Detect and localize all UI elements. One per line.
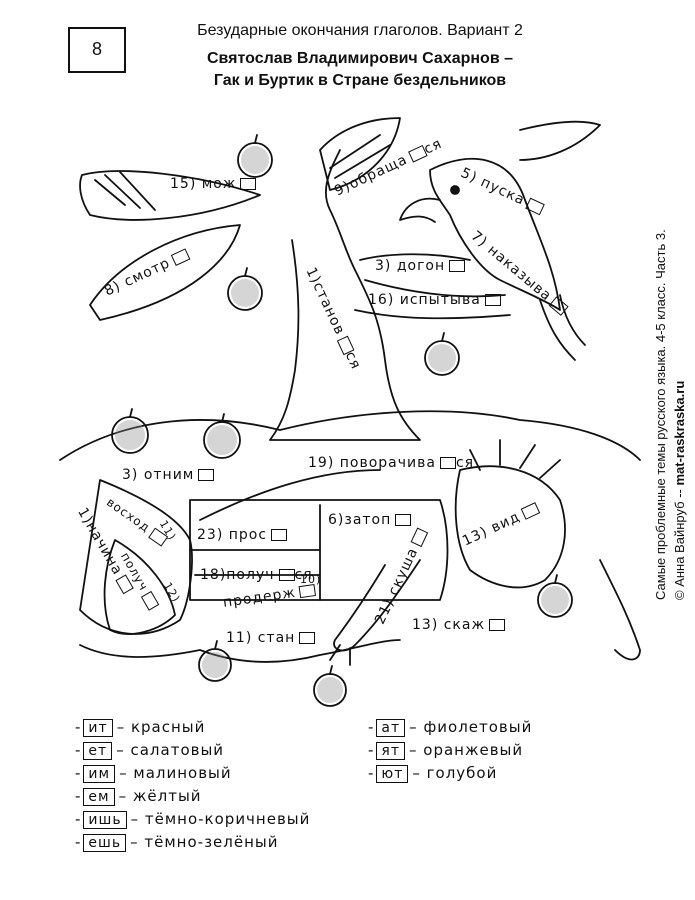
boy-head: [454, 465, 566, 589]
legend-color-name: оранжевый: [423, 741, 524, 759]
answer-box[interactable]: [240, 178, 257, 190]
word-text: 16) испытыва: [368, 292, 481, 308]
word-text: 13) скаж: [412, 617, 486, 633]
answer-box[interactable]: [278, 569, 295, 581]
legend-dash: -: [75, 810, 82, 828]
word-text: 3) догон: [375, 258, 446, 274]
legend-ending: ат: [376, 719, 406, 737]
legend-ending: ет: [83, 742, 113, 760]
word-18: 18)получ ся: [200, 567, 313, 583]
word-suffix: ся: [455, 455, 475, 471]
worksheet-number: 8: [68, 27, 126, 73]
answer-box[interactable]: [198, 469, 215, 481]
author-name: Святослав Владимирович Сахарнов –: [206, 50, 513, 67]
answer-box[interactable]: [439, 457, 456, 469]
answer-box[interactable]: [489, 619, 506, 631]
legend-row: -ем– жёлтый: [75, 787, 202, 806]
word-6: 6)затоп: [328, 512, 412, 528]
apples: [111, 134, 573, 707]
answer-box[interactable]: [449, 260, 466, 272]
bird-beak: [399, 197, 441, 223]
legend-separator: –: [116, 741, 131, 759]
legend-ending: ишь: [83, 811, 127, 829]
legend-separator: –: [412, 764, 427, 782]
legend-separator: –: [409, 741, 424, 759]
legend-ending: ют: [376, 765, 409, 783]
legend-separator: –: [116, 718, 131, 736]
answer-box[interactable]: [484, 294, 501, 306]
legend-row: -им– малиновый: [75, 764, 232, 783]
legend-row: -ишь– тёмно-коричневый: [75, 810, 310, 829]
legend-separator: –: [119, 764, 134, 782]
legend-dash: -: [368, 718, 375, 736]
legend-color-name: голубой: [426, 764, 498, 782]
legend-dash: -: [75, 741, 82, 759]
boy-legs: [79, 479, 193, 635]
legend-color-name: жёлтый: [132, 787, 202, 805]
legend-color-name: тёмно-зелёный: [144, 833, 279, 851]
leaf-top: [319, 117, 401, 191]
word-suffix: ся: [294, 567, 313, 583]
word-text: 3) отним: [122, 467, 195, 483]
word-text: 23) прос: [197, 527, 268, 543]
legend-dash: -: [368, 764, 375, 782]
legend-row: -ют– голубой: [368, 764, 497, 783]
bird-body: [429, 157, 561, 311]
leaf-right: [519, 120, 601, 161]
word-text: 15) мож: [170, 176, 237, 192]
tree-trunk: [269, 149, 421, 441]
legend-row: -ит– красный: [75, 718, 205, 737]
legend-ending: им: [83, 765, 116, 783]
book-title: Гак и Буртик в Стране бездельников: [213, 72, 507, 89]
label-10: 10): [300, 573, 322, 586]
word-23: 23) прос: [197, 527, 288, 543]
word-text: 19) поворачива: [308, 455, 436, 471]
answer-box[interactable]: [271, 529, 288, 541]
legend-row: -ят– оранжевый: [368, 741, 523, 760]
word-19: 19) поворачива ся: [308, 455, 474, 471]
legend-color-name: фиолетовый: [423, 718, 533, 736]
legend-ending: ешь: [83, 834, 127, 852]
boy-torso: [189, 499, 449, 601]
legend-separator: –: [130, 833, 145, 851]
legend-dash: -: [75, 718, 82, 736]
word-13-skazh: 13) скаж: [412, 617, 506, 633]
answer-box[interactable]: [395, 514, 412, 526]
legend-separator: –: [118, 787, 133, 805]
worksheet-topic: Безударные окончания глаголов. Вариант 2: [197, 22, 523, 39]
word-16: 16) испытыва: [368, 292, 501, 308]
answer-box[interactable]: [298, 583, 317, 599]
legend-dash: -: [75, 764, 82, 782]
legend-color-name: малиновый: [133, 764, 232, 782]
answer-box[interactable]: [299, 632, 316, 644]
word-text: 6)затоп: [328, 512, 392, 528]
legend-separator: –: [130, 810, 145, 828]
legend-color-name: тёмно-коричневый: [144, 810, 311, 828]
hill: [59, 410, 641, 461]
word-3-otnim: 3) отним: [122, 467, 215, 483]
legend-row: -ат– фиолетовый: [368, 718, 532, 737]
legend-ending: ят: [376, 742, 405, 760]
legend-dash: -: [75, 787, 82, 805]
legend-dash: -: [368, 741, 375, 759]
legend-color-name: красный: [130, 718, 206, 736]
leaf-upper-left: [79, 170, 261, 221]
legend-dash: -: [75, 833, 82, 851]
leaf-left: [89, 224, 241, 321]
word-text: 18)получ: [200, 567, 275, 583]
word-3-dogon: 3) догон: [375, 258, 466, 274]
word-15: 15) мож: [170, 176, 257, 192]
legend-separator: –: [409, 718, 424, 736]
legend-ending: ем: [83, 788, 115, 806]
legend-color-name: салатовый: [130, 741, 225, 759]
legend-row: -ет– салатовый: [75, 741, 224, 760]
legend-row: -ешь– тёмно-зелёный: [75, 833, 279, 852]
word-text: 11) стан: [226, 630, 296, 646]
legend-ending: ит: [83, 719, 113, 737]
word-11: 11) стан: [226, 630, 316, 646]
